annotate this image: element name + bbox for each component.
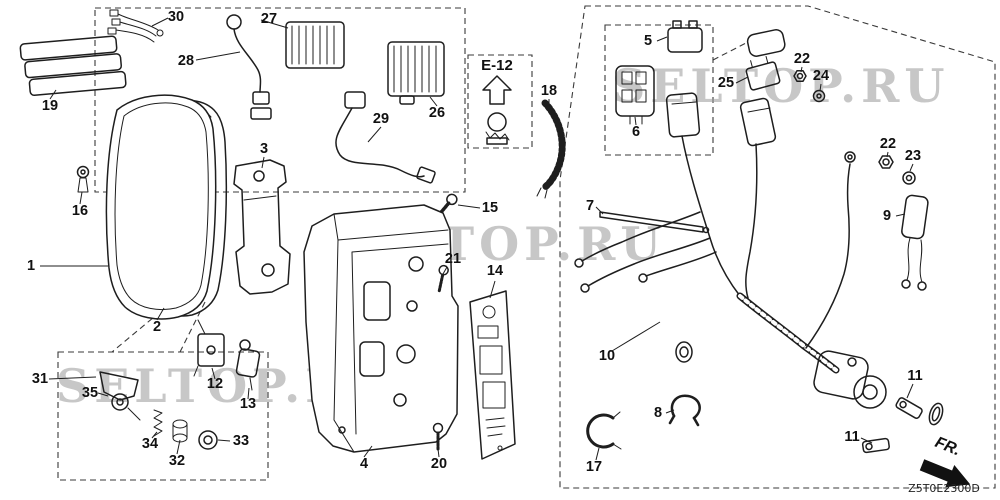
part-22-nut-upper	[793, 70, 807, 82]
part-label-24: 24	[813, 68, 829, 84]
part-26-regulator	[387, 41, 445, 105]
part-label-32: 32	[169, 453, 185, 469]
part-5-relay	[667, 20, 703, 53]
part-label-26: 26	[429, 105, 445, 121]
part-label-16: 16	[72, 203, 88, 219]
part-label-28: 28	[178, 53, 194, 69]
part-19-plates	[19, 35, 127, 96]
part-13-valve	[235, 339, 261, 391]
part-12-switch	[193, 319, 225, 377]
front-direction-arrow-icon	[919, 459, 971, 488]
part-label-33: 33	[233, 433, 249, 449]
e12-up-arrow-icon	[482, 75, 512, 105]
part-label-13: 13	[240, 396, 256, 412]
fuse-holder-cap	[746, 29, 786, 57]
part-label-11: 11	[907, 368, 922, 384]
part-24-grommet	[812, 89, 826, 103]
part-22-nut-lower	[878, 155, 894, 169]
part-4-mount-case	[303, 204, 459, 453]
part-9-sensor	[901, 194, 929, 291]
part-25-fuse	[745, 56, 781, 91]
part-label-12: 12	[207, 376, 223, 392]
part-6-connector	[615, 65, 655, 125]
part-16-grommet	[76, 165, 90, 193]
part-label-18: 18	[541, 83, 557, 99]
part-label-29: 29	[373, 111, 389, 127]
part-label-22: 22	[880, 136, 896, 152]
part-label-11: 11	[844, 429, 859, 445]
part-label-30: 30	[168, 9, 184, 25]
diagram-code: Z5T0E2300D	[908, 482, 980, 495]
part-1-outer-cover	[105, 94, 217, 320]
part-32-bushing	[172, 419, 188, 443]
part-label-19: 19	[42, 98, 58, 114]
part-label-9: 9	[883, 208, 891, 224]
part-30-wire-bundle	[107, 9, 164, 43]
part-label-5: 5	[644, 33, 652, 49]
frame-reference-label: E-12	[481, 57, 513, 74]
part-21-bolt	[437, 264, 449, 294]
part-label-1: 1	[27, 258, 35, 274]
part-label-8: 8	[654, 405, 662, 421]
part-label-20: 20	[431, 456, 447, 472]
part-label-35: 35	[82, 385, 98, 401]
part-label-31: 31	[32, 371, 48, 387]
part-20-bolt	[432, 422, 444, 452]
part-label-21: 21	[445, 251, 461, 267]
part-solenoid	[813, 350, 887, 409]
part-label-4: 4	[360, 456, 368, 472]
part-23-washer	[902, 171, 916, 185]
part-label-10: 10	[599, 348, 615, 364]
part-ring-seal	[928, 402, 944, 426]
part-label-3: 3	[260, 141, 268, 157]
part-label-27: 27	[261, 11, 277, 27]
part-label-2: 2	[153, 319, 161, 335]
part-18-strap	[536, 99, 566, 199]
part-35-bracket-roller	[99, 371, 141, 421]
watermark-text: SELTOP.RU	[612, 59, 950, 113]
part-label-6: 6	[632, 124, 640, 140]
part-label-22: 22	[794, 51, 810, 67]
part-29-cable	[335, 91, 436, 184]
part-8-clip	[668, 394, 701, 427]
part-label-7: 7	[586, 198, 594, 214]
part-14-panel	[469, 290, 516, 460]
part-label-23: 23	[905, 148, 921, 164]
part-17-c-ring	[586, 411, 622, 450]
part-3-bracket	[233, 159, 291, 295]
front-direction-label: FR.	[933, 434, 963, 459]
part-label-34: 34	[142, 436, 158, 452]
part-number-labels: 30 27 28 19 26 29 3 16 15 18 5 6 25 22 2…	[27, 9, 923, 475]
part-10-harness	[574, 92, 856, 374]
part-label-15: 15	[482, 200, 498, 216]
part-27-regulator	[285, 21, 345, 69]
part-11-key-lower	[861, 437, 890, 454]
part-label-17: 17	[586, 459, 602, 475]
part-label-25: 25	[718, 75, 734, 91]
part-28-cable-loop	[226, 14, 272, 120]
part-label-14: 14	[487, 263, 503, 279]
part-33-grommet	[198, 430, 218, 450]
leader-lines	[40, 17, 914, 461]
part-34-spring	[153, 409, 163, 437]
part-e12-clamp	[485, 112, 510, 145]
part-11-key-upper	[895, 397, 923, 419]
